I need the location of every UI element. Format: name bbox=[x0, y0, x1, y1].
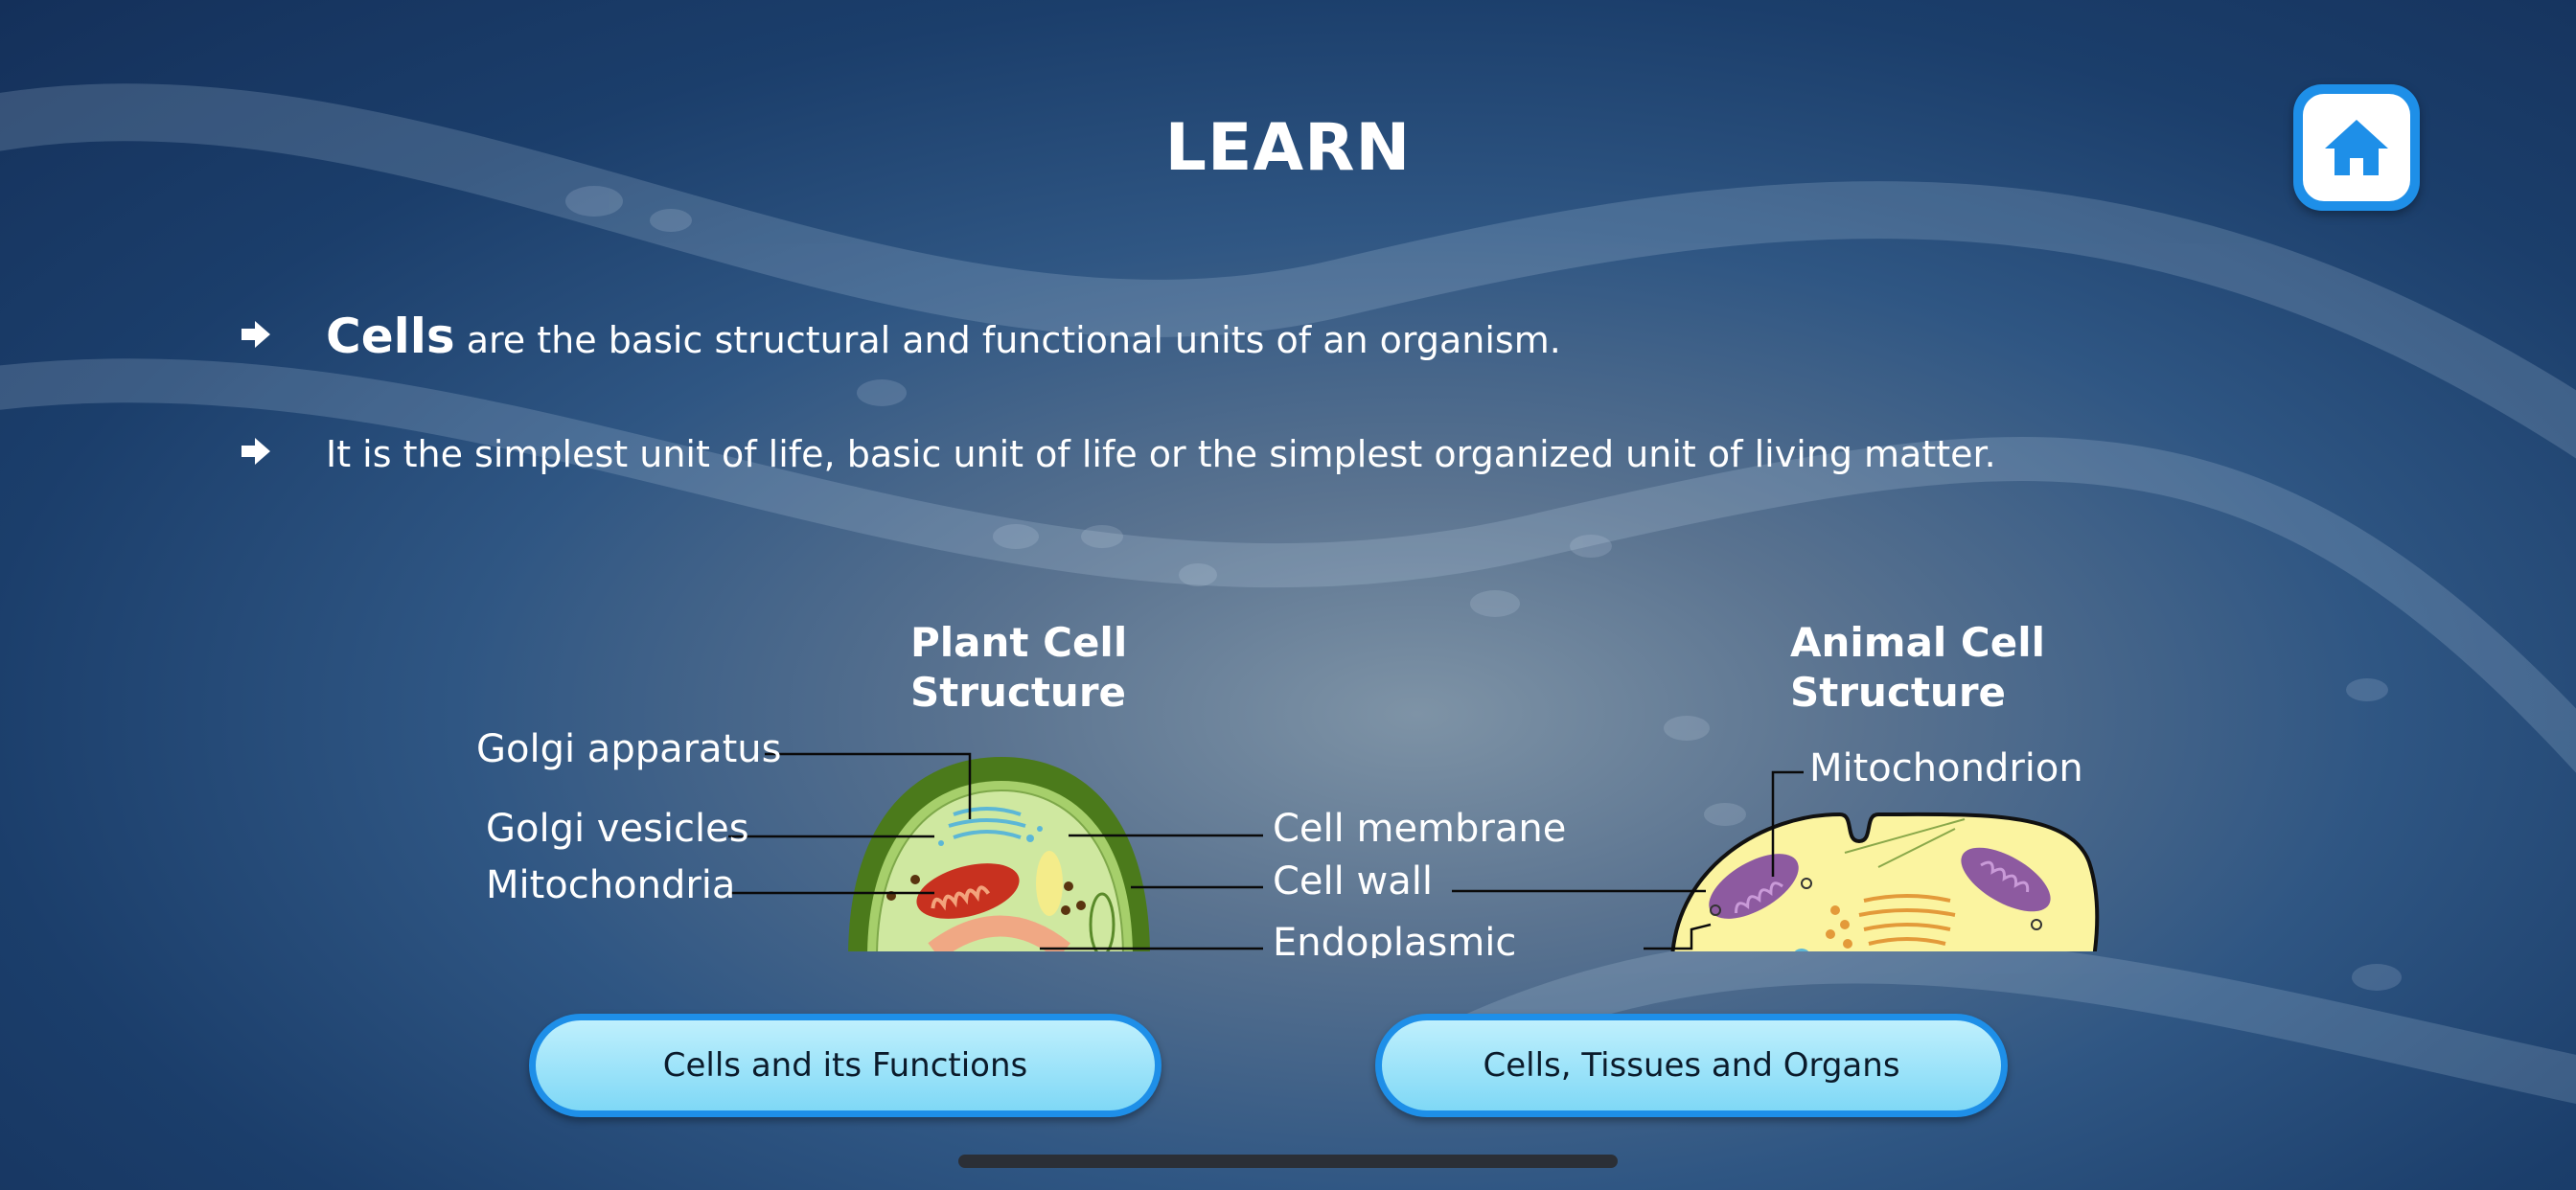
bullet-text: are the basic structural and functional … bbox=[454, 319, 1561, 361]
bullet-text: It is the simplest unit of life, basic u… bbox=[326, 433, 1996, 475]
label-golgi-vesicles: Golgi vesicles bbox=[486, 807, 749, 851]
page-title: LEARN bbox=[1164, 110, 1412, 186]
cells-functions-button[interactable]: Cells and its Functions bbox=[529, 1014, 1162, 1117]
plant-cell-labels: Golgi apparatus Golgi vesicles Mitochond… bbox=[476, 727, 1566, 958]
animal-cell-title: Animal Cell Structure bbox=[1790, 619, 2046, 716]
cells-functions-label: Cells and its Functions bbox=[536, 1020, 1155, 1110]
animal-cell-diagram bbox=[1670, 812, 2100, 951]
mitochondria-shape bbox=[916, 863, 1020, 919]
plant-cell-title: Plant Cell Structure bbox=[910, 619, 1128, 716]
home-indicator-bar[interactable] bbox=[958, 1155, 1618, 1168]
home-button[interactable] bbox=[2293, 84, 2420, 211]
label-cell-membrane: Cell membrane bbox=[1273, 807, 1566, 851]
arrow-right-icon bbox=[242, 321, 270, 348]
cell-diagrams: Golgi apparatus Golgi vesicles Mitochond… bbox=[476, 727, 2100, 958]
label-endoplasmic: Endoplasmic bbox=[1273, 921, 1516, 958]
label-golgi-apparatus: Golgi apparatus bbox=[476, 727, 781, 771]
label-mitochondrion: Mitochondrion bbox=[1809, 746, 2083, 790]
arrow-right-icon bbox=[242, 438, 270, 465]
cells-tissues-organs-button[interactable]: Cells, Tissues and Organs bbox=[1375, 1014, 2008, 1117]
keyword-cells: Cells bbox=[326, 309, 455, 364]
label-mitochondria: Mitochondria bbox=[486, 863, 735, 907]
plant-cell-diagram bbox=[848, 757, 1150, 951]
cells-tissues-organs-label: Cells, Tissues and Organs bbox=[1382, 1020, 2001, 1110]
label-cell-wall: Cell wall bbox=[1273, 859, 1433, 904]
golgi-apparatus bbox=[948, 807, 1026, 839]
home-icon bbox=[2325, 120, 2388, 175]
